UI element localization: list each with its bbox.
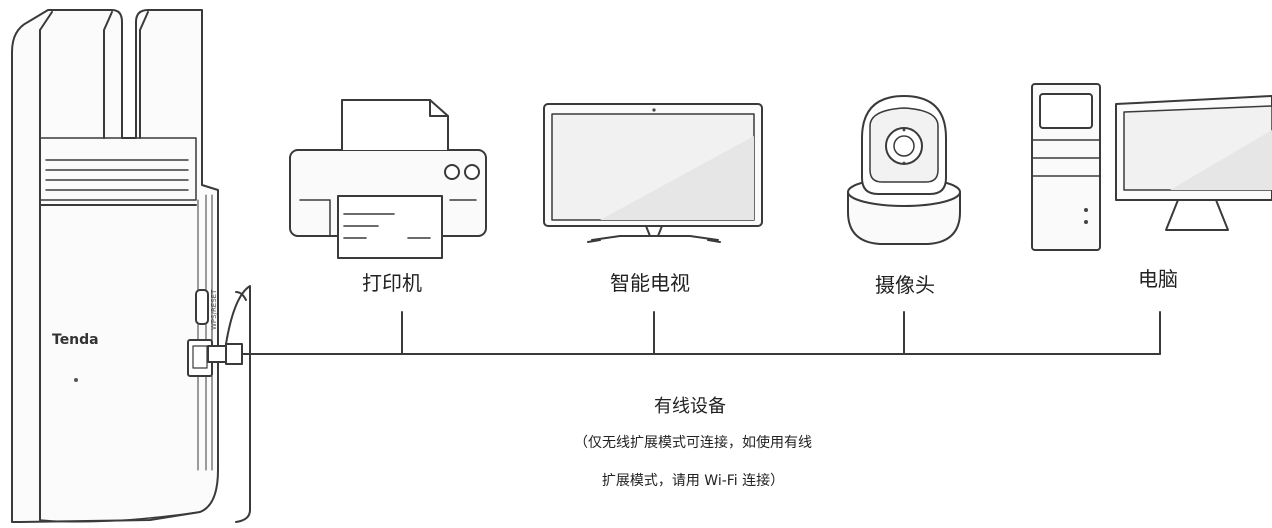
device-label-printer: 打印机 — [362, 271, 422, 295]
brand-logo: Tenda — [52, 332, 99, 348]
wired-devices-note-line2: 扩展模式，请用 Wi-Fi 连接） — [601, 473, 785, 489]
device-label-computer: 电脑 — [1138, 267, 1178, 291]
wired-devices-note-line1: （仅无线扩展模式可连接，如使用有线 — [574, 435, 812, 451]
wired-devices-title: 有线设备 — [654, 396, 726, 417]
camera-icon — [847, 95, 961, 245]
ethernet-cable — [207, 285, 1161, 523]
computer-icon — [1031, 83, 1272, 251]
device-label-camera: 摄像头 — [875, 273, 935, 297]
wps-reset-label: WPS/RESET — [210, 289, 218, 330]
status-led — [74, 378, 78, 382]
device-label-tv: 智能电视 — [610, 271, 690, 295]
range-extender-device — [11, 9, 219, 523]
printer-icon — [289, 99, 487, 259]
tv-icon — [543, 103, 763, 243]
